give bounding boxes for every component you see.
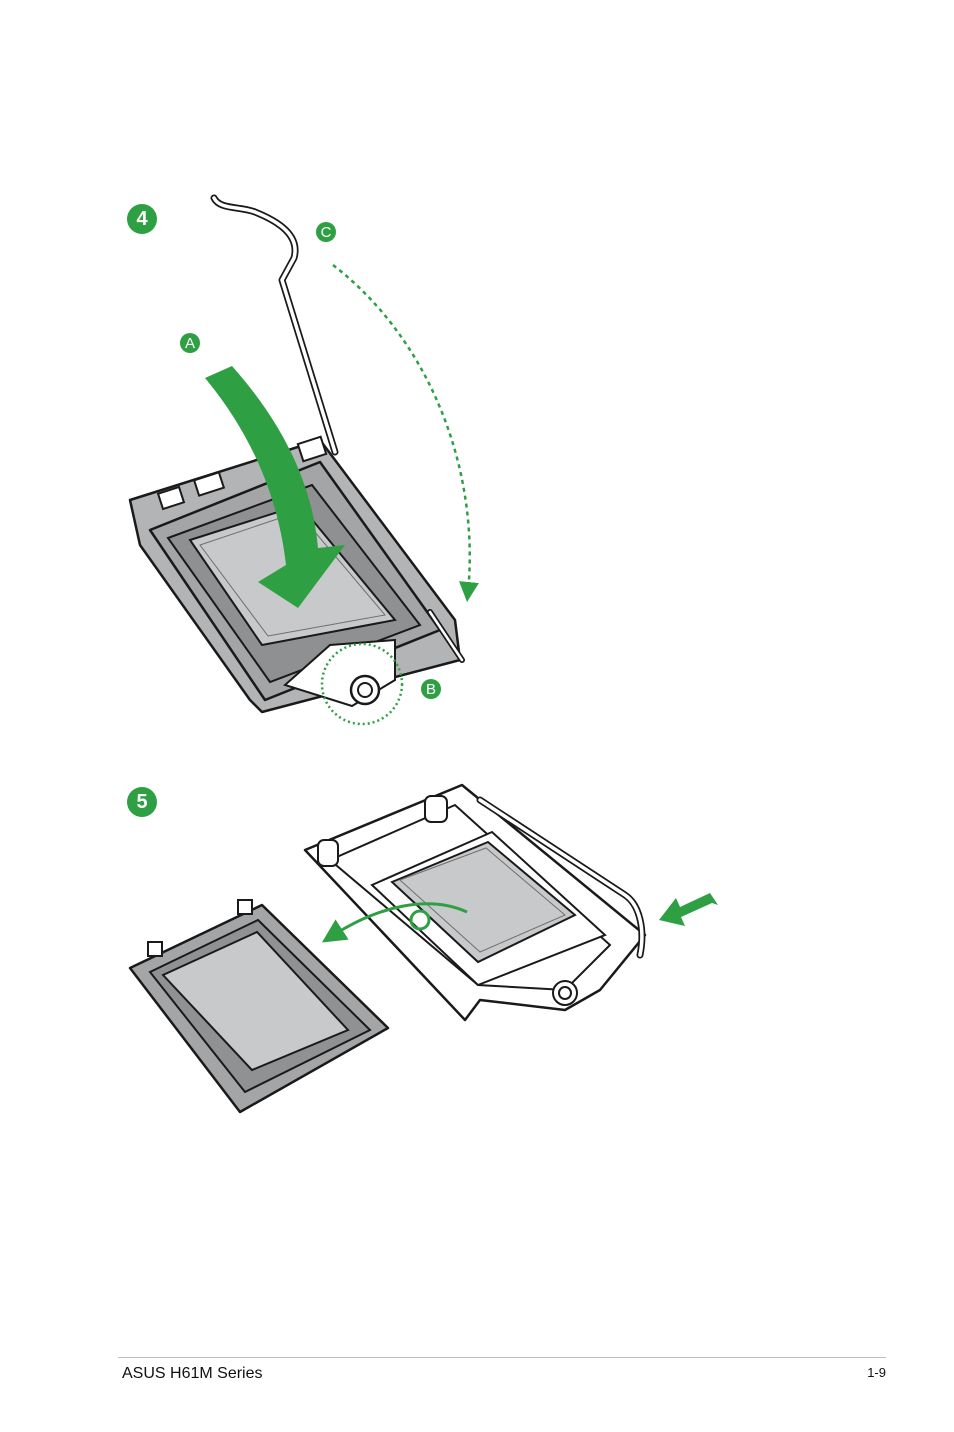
- footer-page-number: 1-9: [867, 1365, 886, 1380]
- push-lever-arrow: [659, 893, 718, 926]
- step-4-number: 4: [136, 208, 147, 231]
- label-b-badge: B: [421, 679, 441, 699]
- step-4-badge: 4: [127, 204, 157, 234]
- label-b: B: [426, 681, 436, 698]
- step5-illustration: [130, 785, 718, 1112]
- step-5-badge: 5: [127, 787, 157, 817]
- label-c: C: [321, 224, 332, 241]
- footer-product: ASUS H61M Series: [122, 1365, 263, 1383]
- step-5-number: 5: [136, 791, 147, 814]
- label-a-badge: A: [180, 333, 200, 353]
- footer-divider: [118, 1357, 886, 1358]
- label-c-badge: C: [316, 222, 336, 242]
- step4-illustration: [130, 198, 470, 724]
- label-a: A: [185, 335, 195, 352]
